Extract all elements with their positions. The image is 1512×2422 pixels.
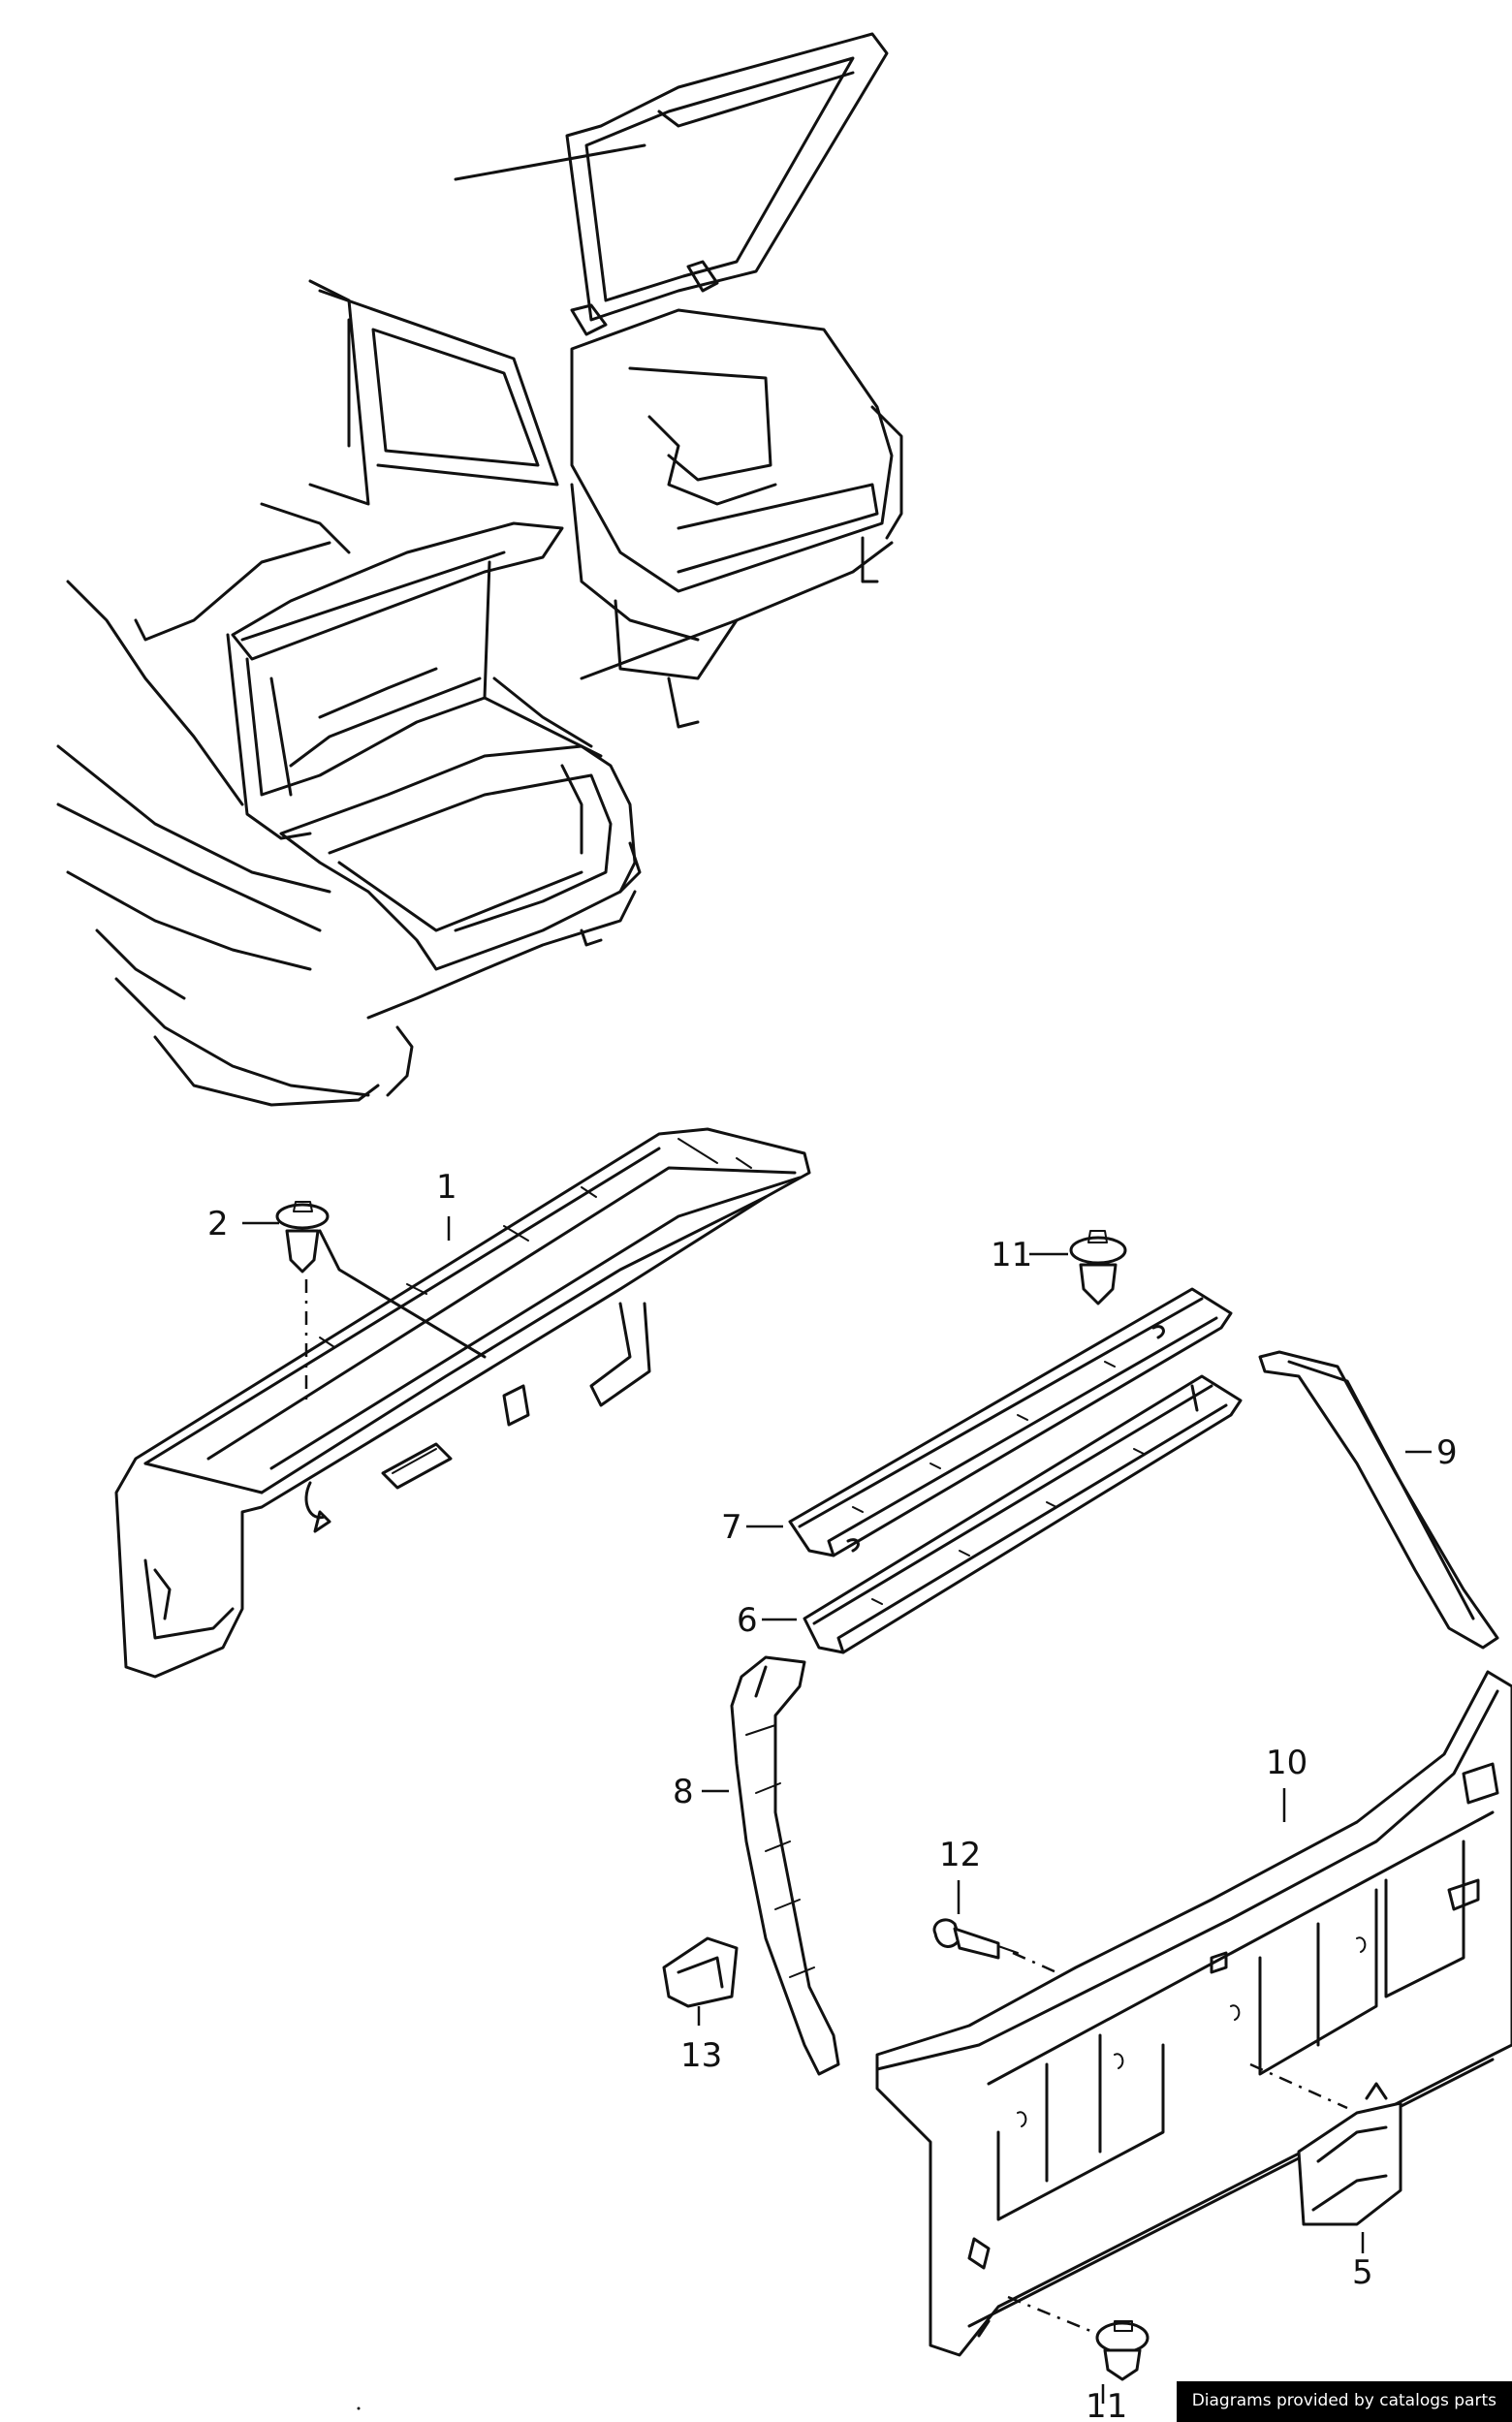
sedan-car-illustration <box>56 502 642 1107</box>
callout-11-bottom: 11 <box>1086 2387 1127 2422</box>
part-7-upper-rail <box>788 1287 1233 1557</box>
callout-10: 10 <box>1266 1744 1307 1782</box>
callout-labels: 1 2 11 7 6 9 8 10 12 13 5 11 <box>207 1168 1458 2422</box>
part-5-corner-bracket <box>1249 2062 1402 2226</box>
leader-lines <box>242 1216 1432 2404</box>
part-13-bracket <box>662 1936 739 2008</box>
callout-7: 7 <box>721 1508 742 1547</box>
part-1-trunk-lid-trim <box>114 1127 811 1679</box>
callout-12: 12 <box>939 1836 981 1874</box>
credit-badge: Diagrams provided by catalogs parts <box>1176 2381 1512 2422</box>
callout-1: 1 <box>436 1168 457 1207</box>
part-8-pillar-trim <box>730 1655 840 2076</box>
callout-11-top: 11 <box>991 1236 1032 1274</box>
part-11-clip-top <box>1069 1230 1127 1305</box>
part-2-clip <box>275 1201 330 1405</box>
part-6-lower-rail <box>803 1374 1243 1654</box>
callout-5: 5 <box>1352 2253 1373 2292</box>
callout-2: 2 <box>207 1205 229 1243</box>
callout-13: 13 <box>680 2036 722 2075</box>
part-9-side-strip <box>1258 1350 1499 1650</box>
callout-8: 8 <box>673 1773 694 1811</box>
callout-9: 9 <box>1436 1433 1458 1472</box>
part-10-rear-panel <box>875 1670 1512 2357</box>
part-12-bolt <box>932 1918 1057 1974</box>
callout-6: 6 <box>737 1601 758 1640</box>
part-11-clip-bottom <box>1007 2295 1150 2381</box>
hatchback-car-illustration <box>308 32 903 729</box>
